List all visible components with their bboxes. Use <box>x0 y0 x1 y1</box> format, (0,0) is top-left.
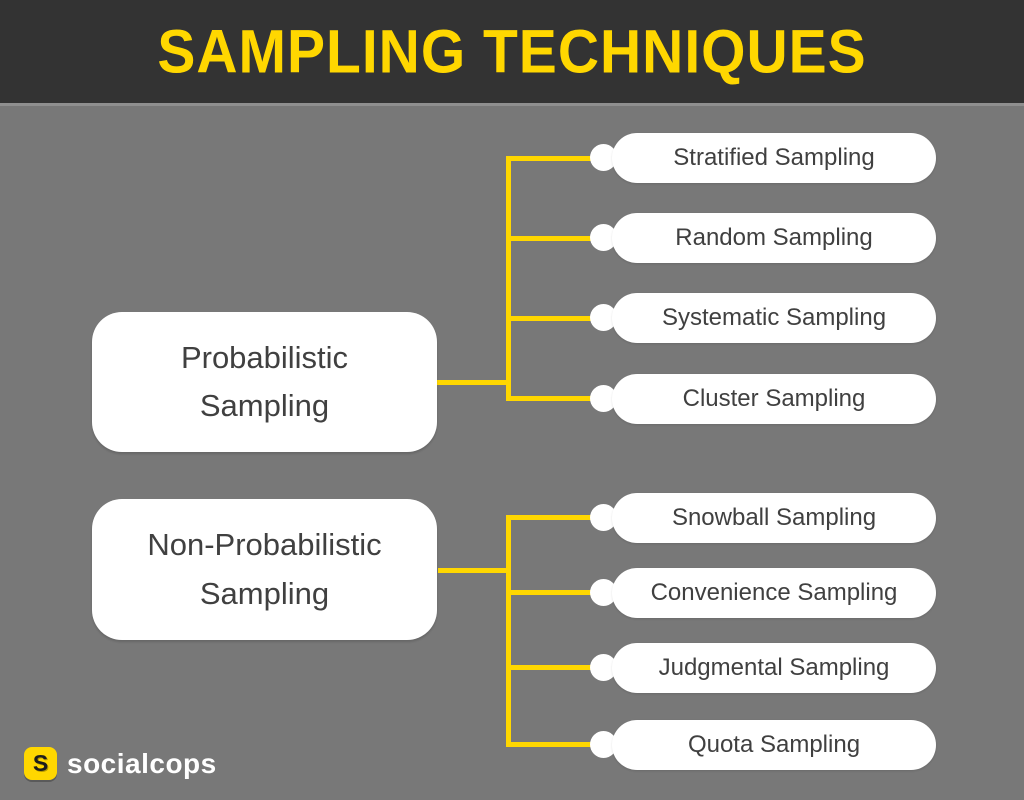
child-node-snowball-sampling: Snowball Sampling <box>590 493 936 543</box>
page-title: SAMPLING TECHNIQUES <box>157 16 867 87</box>
child-node-label: Stratified Sampling <box>673 144 875 171</box>
connector-branch-quota <box>506 742 592 747</box>
child-node-label: Judgmental Sampling <box>658 654 890 681</box>
connector-branch-convenience <box>506 590 592 595</box>
connector-parent-non-probabilistic <box>438 568 507 573</box>
header-bar: SAMPLING TECHNIQUES <box>0 0 1024 106</box>
connector-parent-probabilistic <box>437 380 507 385</box>
connector-branch-systematic <box>506 316 592 321</box>
child-node-label: Snowball Sampling <box>671 504 877 531</box>
parent-node-non-probabilistic-sampling: Non-Probabilistic Sampling <box>92 499 437 640</box>
child-node-random-sampling: Random Sampling <box>590 213 936 263</box>
child-node-quota-sampling: Quota Sampling <box>590 720 936 770</box>
child-node-label: Random Sampling <box>675 224 873 251</box>
connector-branch-stratified <box>506 156 592 161</box>
child-node-systematic-sampling: Systematic Sampling <box>590 293 936 343</box>
parent-node-label: Non-Probabilistic Sampling <box>147 527 382 611</box>
child-node-label: Convenience Sampling <box>650 579 898 606</box>
node-pill: Convenience Sampling <box>612 568 936 618</box>
node-pill: Snowball Sampling <box>612 493 936 543</box>
connector-trunk-non-probabilistic <box>506 515 511 747</box>
socialcops-logo-icon: S <box>24 747 57 780</box>
connector-trunk-probabilistic <box>506 156 511 401</box>
node-pill: Systematic Sampling <box>612 293 936 343</box>
connector-branch-cluster <box>506 396 592 401</box>
node-pill: Judgmental Sampling <box>612 643 936 693</box>
brand-logo: S socialcops <box>24 747 217 780</box>
child-node-stratified-sampling: Stratified Sampling <box>590 133 936 183</box>
brand-name: socialcops <box>67 747 217 779</box>
node-pill: Quota Sampling <box>612 720 936 770</box>
parent-node-label: Probabilistic Sampling <box>180 339 349 423</box>
node-pill: Random Sampling <box>612 213 936 263</box>
connector-branch-judgmental <box>506 665 592 670</box>
child-node-label: Quota Sampling <box>687 731 861 758</box>
child-node-label: Systematic Sampling <box>661 304 887 331</box>
parent-node-probabilistic-sampling: Probabilistic Sampling <box>92 312 437 452</box>
node-pill: Stratified Sampling <box>612 133 936 183</box>
connector-branch-random <box>506 236 592 241</box>
child-node-convenience-sampling: Convenience Sampling <box>590 568 936 618</box>
connector-branch-snowball <box>506 515 592 520</box>
node-pill: Cluster Sampling <box>612 374 936 424</box>
child-node-judgmental-sampling: Judgmental Sampling <box>590 643 936 693</box>
child-node-cluster-sampling: Cluster Sampling <box>590 374 936 424</box>
child-node-label: Cluster Sampling <box>682 385 866 412</box>
